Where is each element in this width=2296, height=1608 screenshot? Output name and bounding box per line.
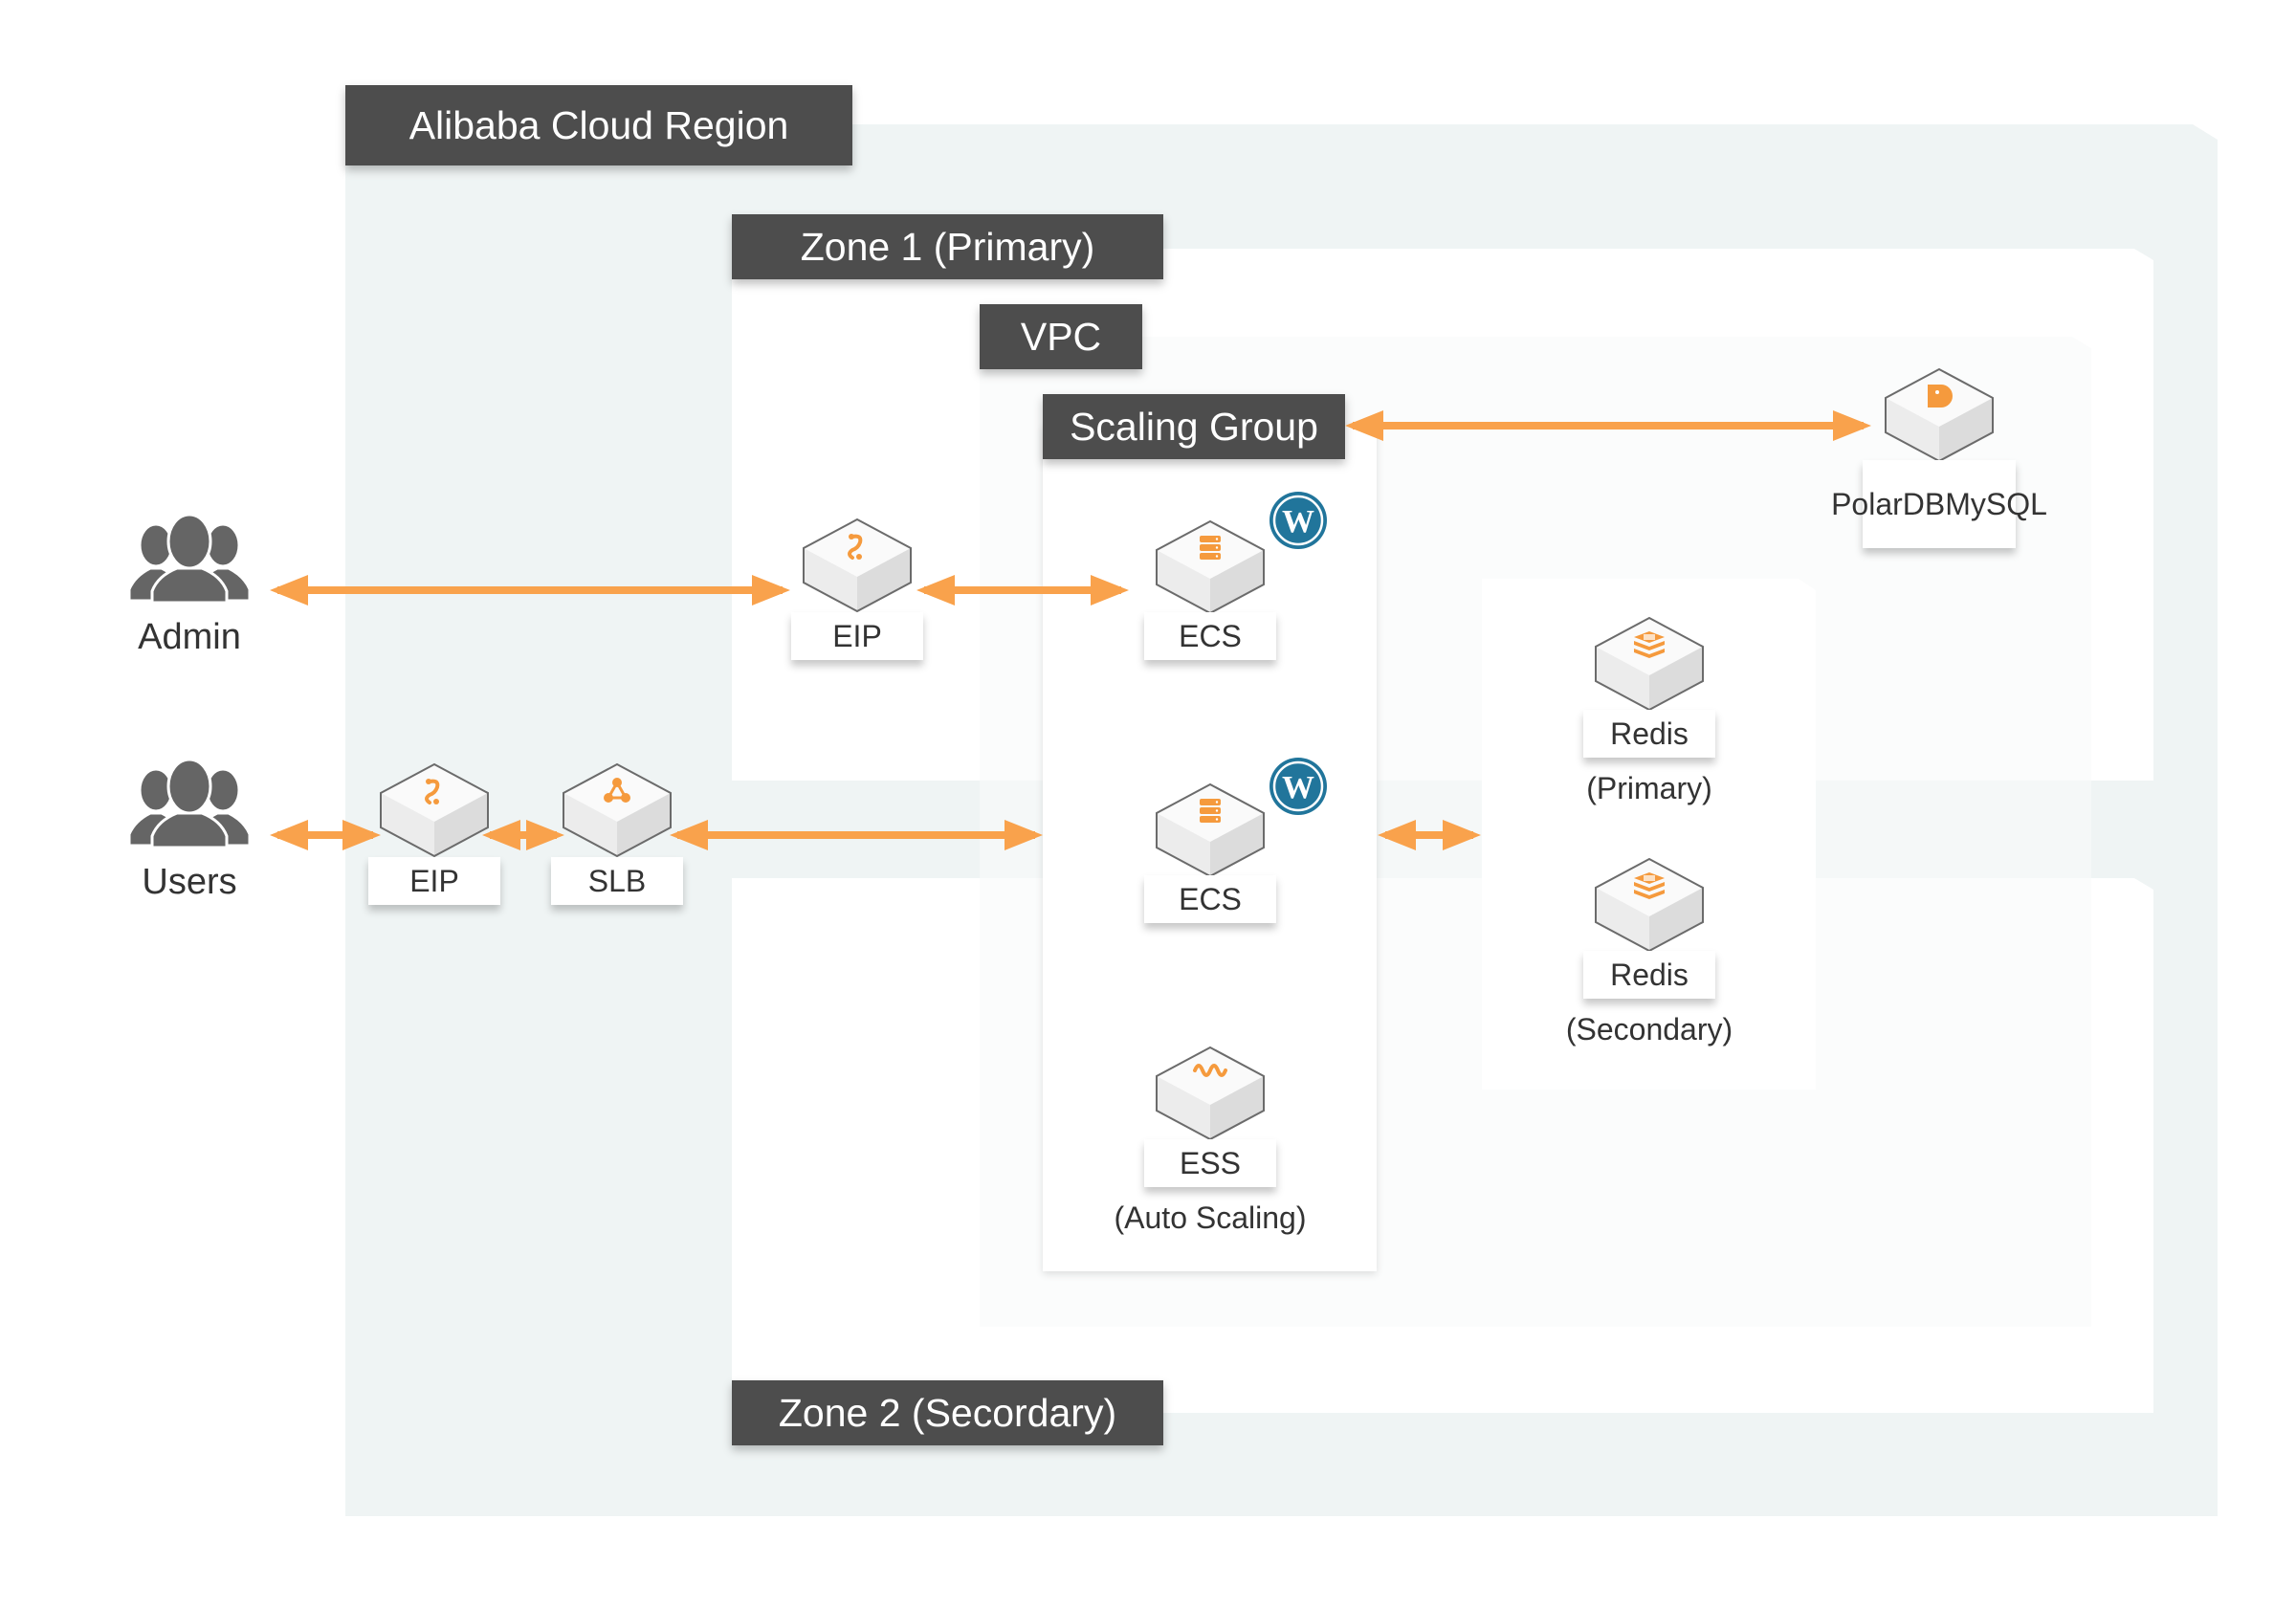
polardb-label-line: MySQL — [1945, 486, 2047, 521]
region-label: Alibaba Cloud Region — [345, 85, 852, 165]
svg-text:W: W — [1282, 770, 1314, 805]
eip-users-label: EIP — [368, 857, 500, 905]
ess-caption: (Auto Scaling) — [1114, 1200, 1307, 1235]
ecs1-label: ECS — [1144, 612, 1276, 660]
slb-cube — [563, 762, 672, 858]
polardb-label-line: PolarDB — [1831, 486, 1946, 521]
slb-label: SLB — [551, 857, 683, 905]
ecs1-cube — [1156, 519, 1265, 615]
eip-admin-label: EIP — [791, 612, 923, 660]
users-label: Users — [142, 862, 237, 902]
ecs2-label: ECS — [1144, 875, 1276, 923]
scaling-group-label: Scaling Group — [1043, 394, 1345, 459]
wordpress-icon: W — [1269, 758, 1327, 815]
zone2-label: Zone 2 (Secordary) — [732, 1380, 1163, 1445]
wordpress-icon: W — [1269, 492, 1327, 549]
redis-icon — [1634, 872, 1665, 899]
redis-icon — [1634, 631, 1665, 658]
users-person-icon — [127, 760, 252, 848]
eip-users-cube — [380, 762, 489, 858]
redis-primary-label: Redis — [1583, 710, 1715, 758]
svg-text:W: W — [1282, 504, 1314, 540]
eip-icon — [425, 779, 440, 804]
ecs-server-icon — [1200, 799, 1221, 823]
redis-secondary-cube — [1595, 857, 1704, 953]
ecs2-cube — [1156, 782, 1265, 878]
ess-label: ESS — [1144, 1139, 1276, 1187]
redis-primary-caption: (Primary) — [1586, 771, 1712, 805]
eip-admin-cube — [803, 518, 912, 613]
slb-icon — [604, 778, 630, 803]
admin-person-icon — [127, 515, 252, 603]
redis-secondary-caption: (Secondary) — [1565, 1012, 1733, 1046]
redis-primary-cube — [1595, 616, 1704, 712]
vpc-label: VPC — [980, 304, 1142, 369]
polardb-icon — [1928, 385, 1953, 408]
eip-icon — [848, 534, 863, 560]
ess-icon — [1193, 1064, 1227, 1077]
polardb-cube — [1885, 367, 1994, 463]
redis-secondary-label: Redis — [1583, 951, 1715, 999]
admin-label: Admin — [138, 617, 241, 657]
ecs-server-icon — [1200, 536, 1221, 560]
ess-cube — [1156, 1046, 1265, 1141]
zone1-label: Zone 1 (Primary) — [732, 214, 1163, 279]
